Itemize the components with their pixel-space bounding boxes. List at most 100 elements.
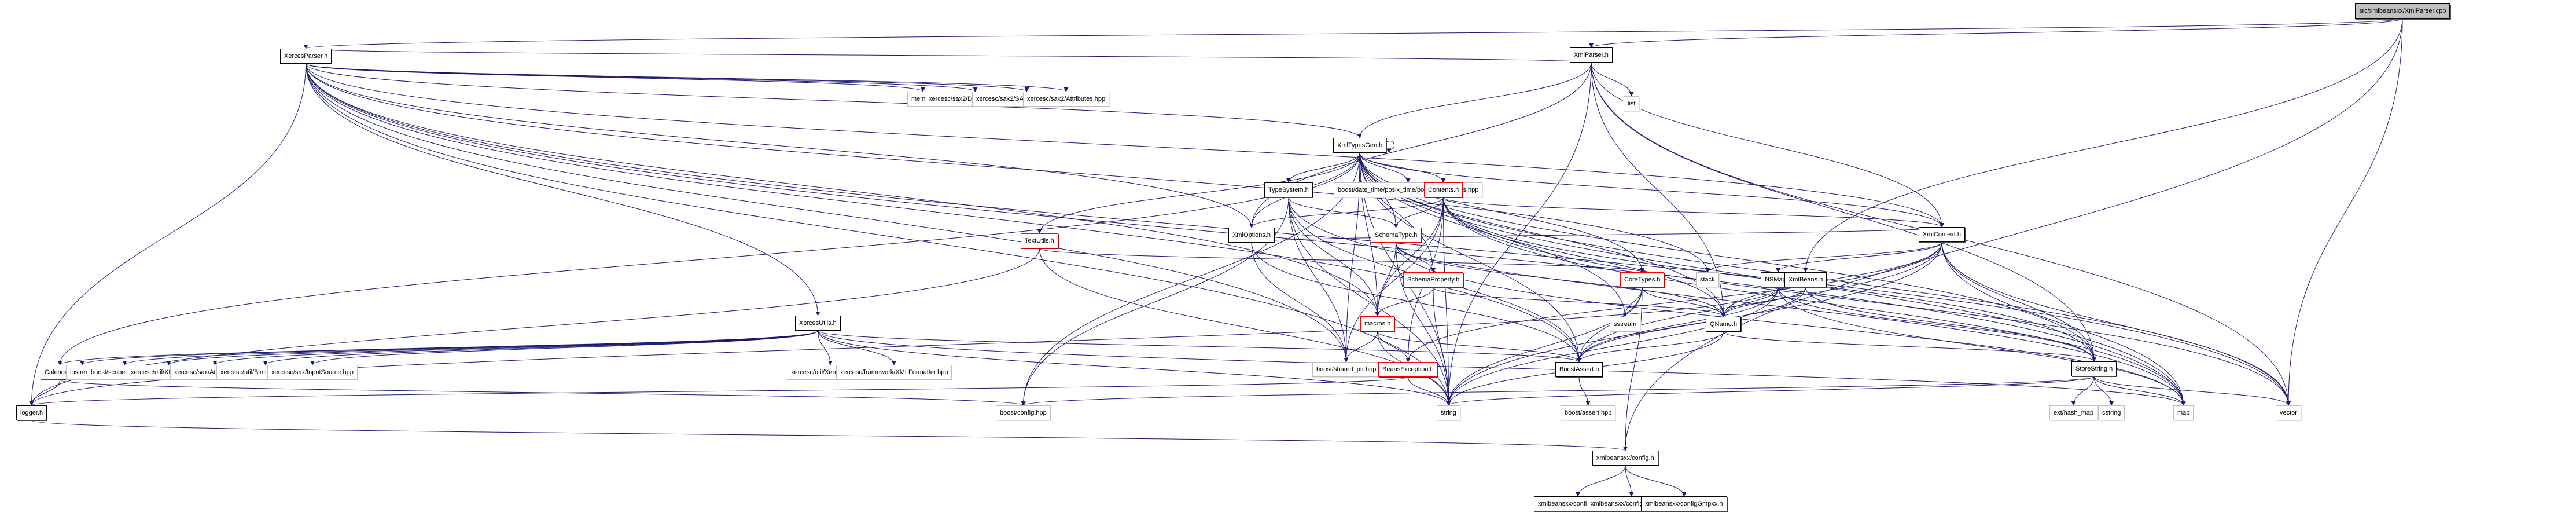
edge-macros-to-BoostAssert [1377, 331, 1581, 363]
edge-Contents-to-SchemaType [1393, 197, 1444, 228]
node-list: list [1624, 96, 1640, 111]
edge-XmlContext-to-string [1446, 241, 1942, 406]
node-typesystem[interactable]: TypeSystem.h [1264, 182, 1313, 197]
edge-BoostAssert-to-boost_assert [1578, 376, 1591, 406]
node-qname[interactable]: QName.h [1706, 317, 1742, 332]
node-textutils[interactable]: TextUtils.h [1021, 233, 1058, 248]
edge-XmlContext-to-NSMap [1776, 241, 1942, 273]
edge-XmlContext-to-QName [1721, 241, 1942, 317]
edge-SchemaType-to-QName [1396, 242, 1726, 317]
node-xmlcontext[interactable]: XmlContext.h [1919, 227, 1966, 242]
edge-XmlParser-to-XmlContext [1591, 62, 1944, 228]
edge-XmlParser-to-string [1446, 62, 1592, 406]
node-map: map [2173, 405, 2194, 420]
node-macros[interactable]: macros.h [1360, 316, 1395, 331]
edge-NSMap-to-logger [29, 287, 1779, 406]
node-boostassert[interactable]: BoostAssert.h [1555, 362, 1603, 377]
edge-Contents-to-shared_ptr [1344, 197, 1444, 363]
edge-XmlTypesGen-to-TextUtils [1037, 152, 1360, 234]
edge-root-to-vector [2286, 18, 2403, 406]
edge-XmlBeans-to-QName [1721, 287, 1806, 317]
edge-root-to-XmlBeans [1803, 18, 2403, 273]
edge-XmlTypesGen-to-XmlTypesGen [1386, 141, 1394, 153]
node-storestring[interactable]: StoreString.h [2071, 361, 2117, 376]
edge-XmlContext-to-BoostAssert [1577, 241, 1942, 363]
node-xmlformatter: xercesc/framework/XMLFormatter.hpp [836, 365, 952, 380]
edge-NSMap-to-QName [1721, 287, 1779, 317]
edge-root-to-XercesParser [304, 18, 2403, 49]
node-schematype[interactable]: SchemaType.h [1371, 228, 1422, 243]
node-boost-config: boost/config.hpp [996, 405, 1051, 420]
edge-CoreTypes-to-config [1623, 287, 1643, 451]
node-config[interactable]: xmlbeansxx/config.h [1592, 451, 1658, 466]
edge-XercesParser-to-XmlTypesGen [306, 63, 1362, 138]
node-boost-assert: boost/assert.hpp [1561, 405, 1616, 420]
edge-config-to-configLibxml2 [1576, 465, 1626, 497]
edge-XmlParser-to-list [1591, 62, 1634, 97]
node-inputsource: xercesc/sax/InputSource.hpp [267, 365, 358, 380]
edge-XercesUtils-to-InputSource [310, 330, 818, 365]
edge-XmlBeans-to-BoostAssert [1577, 287, 1806, 363]
edge-XmlParser-to-XmlTypesGen [1357, 62, 1592, 138]
edge-config-to-configLog4cxx [1625, 465, 1634, 497]
edge-XmlOptions-to-shared_ptr [1251, 242, 1349, 363]
edge-QName-to-BoostAssert [1577, 331, 1724, 363]
edge-XmlContext-to-StoreString [1941, 241, 2096, 362]
edge-StoreString-to-hash_map [2071, 376, 2095, 406]
node-xercesparser[interactable]: XercesParser.h [280, 49, 332, 64]
node-contents[interactable]: Contents.h [1424, 182, 1463, 197]
edge-XmlParser-to-StoreString [1591, 62, 2096, 362]
edge-SchemaType-to-string [1396, 242, 1451, 406]
node-stack: stack [1696, 272, 1719, 287]
edge-XmlTypesGen-to-macros [1359, 152, 1380, 317]
edge-Calendar-to-boost_config [60, 379, 1025, 406]
edge-root-to-XmlParser [1589, 18, 2403, 48]
edge-Contents-to-XmlContext [1443, 197, 1944, 228]
edge-TextUtils-to-CoreTypes [1039, 248, 1644, 273]
node-string: string [1437, 405, 1460, 420]
edge-XercesParser-to-XercesUtils [306, 63, 820, 316]
edge-NSMap-to-map [1778, 287, 2186, 406]
edge-StoreString-to-vector [2093, 376, 2291, 406]
edge-XercesUtils-to-BinInputStream [263, 330, 818, 365]
edge-XercesUtils-to-map [818, 330, 2186, 406]
edge-XercesUtils-to-XMLString [166, 330, 818, 365]
edge-TypeSystem-to-SchemaType [1288, 197, 1399, 228]
node-configgmpxx[interactable]: xmlbeansxx/configGmpxx.h [1641, 496, 1727, 511]
node-schemaproperty[interactable]: SchemaProperty.h [1403, 272, 1464, 287]
node-root[interactable]: src/xmlbeansxx/XmlParser.cpp [2355, 3, 2450, 19]
edge-XercesParser-to-memory [306, 63, 925, 92]
edge-XercesParser-to-XmlContext [306, 63, 1944, 228]
edge-XmlTypesGen-to-CoreTypes [1359, 152, 1644, 273]
edge-XercesParser-to-macros [306, 63, 1380, 317]
edge-QName-to-StoreString [1723, 331, 2096, 362]
node-xmlparser[interactable]: XmlParser.h [1570, 47, 1613, 63]
edge-TypeSystem-to-macros [1288, 197, 1380, 317]
node-xmloptions[interactable]: XmlOptions.h [1228, 228, 1275, 243]
edge-XmlContext-to-map [1941, 241, 2186, 406]
edge-NSMap-to-StoreString [1778, 287, 2096, 362]
node-xercesutils[interactable]: XercesUtils.h [795, 316, 841, 331]
edge-XmlOptions-to-BoostAssert [1251, 242, 1581, 363]
edge-TypeSystem-to-string [1288, 197, 1451, 406]
edge-macros-to-shared_ptr [1344, 331, 1378, 363]
edge-XercesUtils-to-BoostAssert [818, 330, 1581, 363]
edge-XercesParser-to-XmlParser [306, 48, 1593, 63]
node-xmltypesgen[interactable]: XmlTypesGen.h [1333, 138, 1387, 153]
edge-StoreString-to-boost_config [1021, 376, 2095, 406]
node-logger[interactable]: logger.h [16, 405, 47, 420]
edge-NSMap-to-string [1446, 287, 1779, 406]
edge-XmlTypesGen-to-SchemaProperty [1359, 152, 1436, 273]
node-beansexception[interactable]: BeansException.h [1378, 362, 1438, 377]
edge-logger-to-config [31, 420, 1628, 451]
edge-XercesParser-to-vector [306, 63, 2291, 406]
edge-StoreString-to-map [2093, 376, 2186, 406]
edge-SchemaType-to-macros [1375, 242, 1396, 317]
edge-Calendar-to-logger [29, 379, 60, 406]
node-vector: vector [2276, 405, 2301, 420]
node-xmlbeans[interactable]: XmlBeans.h [1784, 272, 1827, 287]
edge-XercesParser-to-string [306, 63, 1451, 406]
node-coretypes[interactable]: CoreTypes.h [1620, 272, 1665, 287]
edge-XercesParser-to-stack [306, 63, 1710, 273]
